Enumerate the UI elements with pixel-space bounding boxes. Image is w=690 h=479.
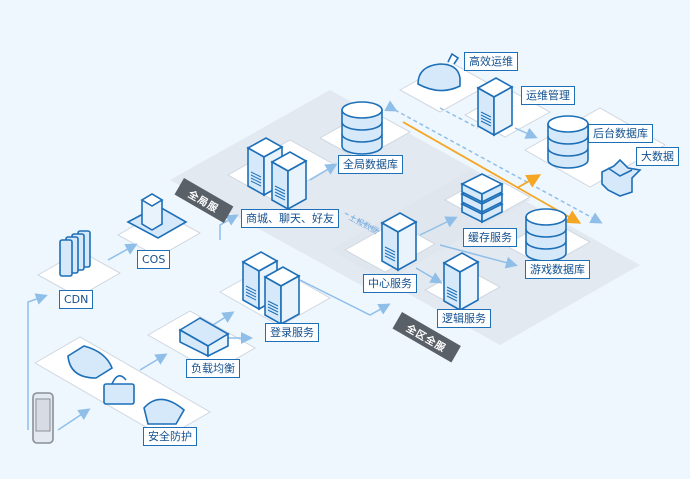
phone-icon [32, 392, 54, 444]
label-login: 登录服务 [265, 323, 319, 342]
dashed-report [344, 212, 396, 241]
arrow-cdn-cos [107, 243, 138, 261]
label-cos: COS [137, 250, 171, 269]
label-center: 中心服务 [363, 274, 417, 293]
connections [27, 100, 603, 431]
star-block-icon [601, 158, 642, 197]
shield-lock-icon [67, 345, 186, 425]
database-icon-game [525, 208, 567, 262]
dashed-ops-line [384, 100, 603, 224]
server-icon-login-2 [263, 266, 301, 326]
arrow-center-gamedb [439, 244, 518, 269]
network-block-icon [178, 317, 230, 358]
tower-icon [126, 193, 188, 239]
label-game-db: 游戏数据库 [525, 260, 590, 279]
arrow-to-mall [219, 214, 239, 240]
orange-line-branch [516, 174, 542, 189]
label-cdn: CDN [59, 290, 94, 309]
files-icon [59, 230, 91, 277]
arrow-security-lb [139, 353, 168, 371]
arrow-phone-cdn [27, 293, 48, 430]
arrow-phone-security [57, 408, 91, 431]
server-icon-ops-mgmt [476, 77, 514, 137]
label-big-data: 大数据 [636, 147, 679, 166]
label-cache: 缓存服务 [463, 228, 517, 247]
database-icon-backend [547, 115, 589, 169]
server-icon-center [380, 212, 418, 272]
label-ops-mgmt: 运维管理 [521, 86, 575, 105]
highlight-connections [402, 121, 582, 224]
label-lb: 负载均衡 [186, 359, 240, 378]
arrow-mall-globaldb [309, 163, 338, 181]
label-security: 安全防护 [143, 427, 197, 446]
whale-icon [417, 52, 461, 92]
dashed-ops-efficiency [439, 107, 479, 129]
label-ops-efficiency: 高效运维 [464, 52, 518, 71]
arrow-opsmgmt-backend [514, 127, 538, 139]
server-icon-logic [442, 252, 480, 312]
label-backend-db: 后台数据库 [588, 124, 653, 143]
label-logic: 逻辑服务 [437, 309, 491, 328]
label-mall-chat-friends: 商城、聊天、好友 [241, 209, 339, 228]
stack-icon-cache [460, 173, 504, 224]
server-icon-mall-2 [270, 151, 308, 211]
arrow-login-allregion [299, 279, 391, 316]
database-icon-global [341, 101, 383, 155]
label-global-db: 全局数据库 [338, 155, 403, 174]
arrow-center-logic [415, 267, 443, 284]
orange-line-main [402, 121, 582, 224]
